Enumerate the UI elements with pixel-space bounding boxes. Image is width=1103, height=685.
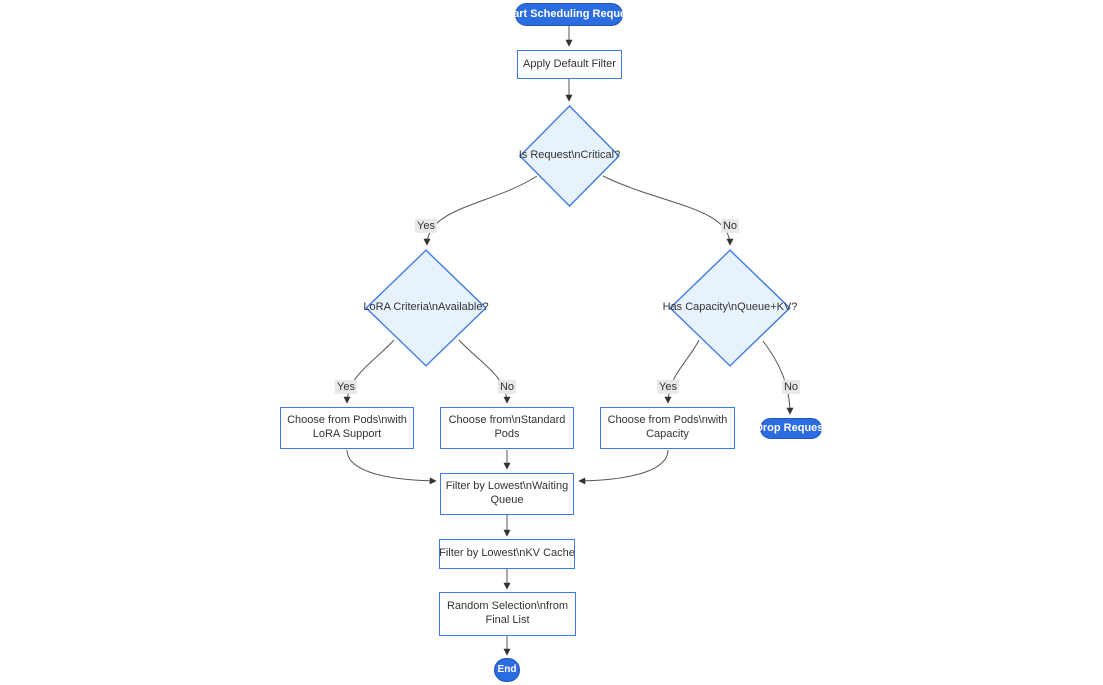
edge-capacitypods-to-filter (578, 449, 669, 485)
start-node-label: Start Scheduling Request (502, 7, 636, 20)
is-critical-decision-label: Is Request\nCritical? (518, 149, 621, 162)
filter-kv-cache-node: Filter by Lowest\nKV Cache (439, 539, 575, 569)
edge-label-lora-yes: Yes (335, 379, 357, 395)
choose-standard-pods-label: Choose from\nStandard Pods (448, 414, 566, 440)
choose-lora-pods-label: Choose from Pods\nwith LoRA Support (287, 414, 407, 440)
choose-capacity-pods-label: Choose from Pods\nwith Capacity (607, 414, 728, 440)
diamond-shape-icon (669, 249, 791, 367)
is-critical-decision-node: Is Request\nCritical? (519, 105, 620, 207)
choose-capacity-pods-node: Choose from Pods\nwith Capacity (600, 407, 735, 449)
apply-default-filter-node: Apply Default Filter (517, 50, 622, 79)
drop-request-label: Drop Request (754, 421, 828, 434)
edge-critical-no (602, 175, 734, 246)
edge-label-capacity-yes: Yes (657, 379, 679, 395)
edge-lora-yes (343, 339, 395, 404)
random-selection-node: Random Selection\nfrom Final List (439, 592, 576, 636)
apply-default-filter-label: Apply Default Filter (523, 57, 616, 70)
diamond-shape-icon (365, 249, 487, 367)
filter-waiting-queue-label: Filter by Lowest\nWaiting Queue (445, 480, 569, 506)
edge-capacity-yes (664, 339, 700, 404)
lora-criteria-decision-label: LoRA Criteria\nAvailable? (363, 301, 489, 314)
edge-label-critical-no: No (720, 218, 740, 234)
edge-lora-no (458, 339, 511, 404)
filter-kv-cache-label: Filter by Lowest\nKV Cache (439, 547, 575, 560)
start-node: Start Scheduling Request (502, 3, 636, 26)
has-capacity-decision-node: Has Capacity\nQueue+KV? (663, 249, 797, 367)
diamond-shape-icon (519, 105, 620, 207)
drop-request-node: Drop Request (755, 418, 827, 439)
edge-chooselora-to-filter (346, 449, 437, 485)
edge-label-lora-no: No (497, 379, 517, 395)
edge-critical-yes (423, 175, 538, 246)
end-node-label: End (497, 663, 517, 675)
choose-standard-pods-node: Choose from\nStandard Pods (440, 407, 574, 449)
end-node: End (494, 658, 520, 682)
random-selection-label: Random Selection\nfrom Final List (446, 600, 569, 626)
edge-label-capacity-no: No (781, 379, 801, 395)
has-capacity-decision-label: Has Capacity\nQueue+KV? (662, 301, 798, 314)
lora-criteria-decision-node: LoRA Criteria\nAvailable? (363, 249, 489, 367)
edge-label-critical-yes: Yes (415, 218, 437, 234)
choose-lora-pods-node: Choose from Pods\nwith LoRA Support (280, 407, 414, 449)
filter-waiting-queue-node: Filter by Lowest\nWaiting Queue (440, 473, 574, 515)
edge-capacity-no (762, 340, 794, 415)
